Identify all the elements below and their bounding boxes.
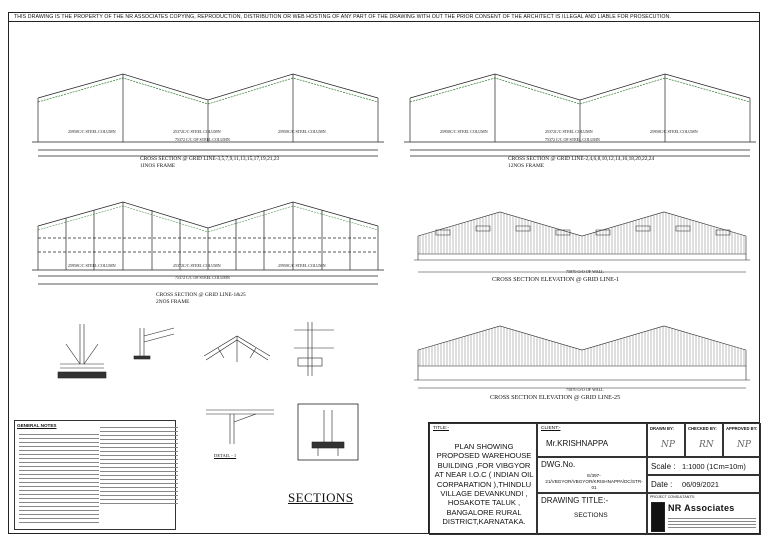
scale-cell: Scale : 1:1000 (1Cm=10m): [647, 457, 761, 475]
elevation-caption: CROSS SECTION ELEVATION @ GRID LINE-25: [490, 394, 621, 401]
notes-text-lines-2: [100, 424, 178, 507]
overall-dimension: 75372 C/C OF STEEL COLUMN: [545, 137, 600, 142]
anchor-bolt-detail: [297, 403, 359, 461]
client-label: CLIENT:-: [541, 426, 561, 431]
detail-label: DETAIL - 1: [214, 453, 237, 458]
overall-dimension: 75372 C/C OF STEEL COLUMN: [175, 275, 230, 280]
date-value: 06/09/2021: [682, 480, 719, 489]
client-cell: CLIENT:- Mr.KRISHNAPPA: [537, 423, 647, 457]
dwg-no-label: DWG.No.: [541, 460, 576, 469]
title-cell: TITLE:- PLAN SHOWING PROPOSED WAREHOUSE …: [429, 423, 537, 535]
dwg-no-cell: DWG.No. E/397-21/VBGYOR/VBGYOR/KRISHNAPP…: [537, 457, 647, 493]
dwg-number: E/397-21/VBGYOR/VBGYOR/KRISHNAPPA/DC/STR…: [545, 473, 643, 490]
notes-text-lines: [19, 431, 99, 526]
header-rule: [8, 21, 760, 22]
drawing-sheet-border: [8, 12, 760, 534]
drawn-by-signature: NP: [661, 440, 675, 450]
section-subcaption: 1INOS FRAME: [140, 163, 176, 169]
span-label: 25950C/C STEEL COLUMN: [440, 129, 488, 134]
drawing-title-label: DRAWING TITLE:-: [541, 496, 609, 505]
title-block: TITLE:- PLAN SHOWING PROPOSED WAREHOUSE …: [428, 422, 761, 535]
span-label: 25372C/C STEEL COLUMN: [545, 129, 593, 134]
section-subcaption: 2NOS FRAME: [156, 299, 190, 305]
date-cell: Date : 06/09/2021: [647, 475, 761, 493]
column-base-detail: [57, 324, 107, 379]
project-title: PLAN SHOWING PROPOSED WAREHOUSE BUILDING…: [434, 442, 534, 527]
span-label: 25950C/C STEEL COLUMN: [278, 129, 326, 134]
approved-by-signature: NP: [737, 440, 751, 450]
span-label: 25372C/C STEEL COLUMN: [173, 129, 221, 134]
sheet-title: SECTIONS: [288, 490, 354, 505]
span-label: 25950C/C STEEL COLUMN: [68, 263, 116, 268]
span-label: 25950C/C STEEL COLUMN: [278, 263, 326, 268]
firm-logo: [651, 502, 665, 532]
firm-address-lines: [668, 516, 756, 530]
cross-section-frame-c: [32, 201, 384, 285]
firm-name: NR Associates: [668, 503, 735, 513]
drawing-title-cell: DRAWING TITLE:- SECTIONS: [537, 493, 647, 535]
notes-heading: GENERAL NOTES: [17, 423, 57, 428]
cross-section-frame-a: [32, 73, 384, 157]
section-caption: CROSS SECTION @ GRID LINE-3,5,7,9,11,13,…: [140, 156, 280, 162]
drawn-by-label: DRAWN BY:: [650, 426, 674, 431]
section-caption: CROSS SECTION @ GRID LINE-1&25: [156, 292, 246, 298]
purlin-connection-detail: [294, 322, 334, 376]
wall-dimension: 75870 O/O OF WALL: [566, 387, 604, 392]
elevation-grid-line-1: [414, 211, 750, 273]
haunch-detail: [133, 327, 175, 360]
date-label: Date :: [651, 480, 673, 489]
overall-dimension: 75372 C/C OF STEEL COLUMN: [175, 137, 230, 142]
cross-section-frame-b: [404, 73, 756, 157]
section-subcaption: 12NOS FRAME: [508, 163, 545, 169]
consultant-label: PROJECT CONSULTANTS:: [650, 495, 695, 499]
checked-by-signature: RN: [699, 440, 714, 450]
elevation-caption: CROSS SECTION ELEVATION @ GRID LINE-1: [492, 276, 620, 283]
approved-by-cell: APPROVED BY: NP: [723, 423, 761, 457]
drawn-by-cell: DRAWN BY: NP: [647, 423, 685, 457]
drawing-title: SECTIONS: [574, 512, 608, 519]
approved-by-label: APPROVED BY:: [726, 426, 758, 431]
title-label: TITLE:-: [433, 426, 449, 431]
client-name: Mr.KRISHNAPPA: [546, 439, 609, 448]
checked-by-cell: CHECKED BY: RN: [685, 423, 723, 457]
checked-by-label: CHECKED BY:: [688, 426, 717, 431]
span-label: 25950C/C STEEL COLUMN: [68, 129, 116, 134]
span-label: 25950C/C STEEL COLUMN: [650, 129, 698, 134]
bracket-detail: [206, 409, 274, 444]
copyright-disclaimer: THIS DRAWING IS THE PROPERTY OF THE NR A…: [14, 14, 671, 20]
consultant-cell: PROJECT CONSULTANTS: NR Associates: [647, 493, 761, 535]
general-notes-panel: GENERAL NOTES: [14, 420, 176, 530]
section-caption: CROSS SECTION @ GRID LINE-2,4,6,8,10,12,…: [508, 156, 655, 162]
scale-label: Scale :: [651, 462, 676, 471]
span-label: 25372C/C STEEL COLUMN: [173, 263, 221, 268]
scale-value: 1:1000 (1Cm=10m): [682, 462, 746, 471]
ridge-detail: [203, 335, 271, 362]
elevation-grid-line-25: [414, 325, 750, 389]
wall-dimension: 75870 O/O OF WALL: [566, 269, 604, 274]
